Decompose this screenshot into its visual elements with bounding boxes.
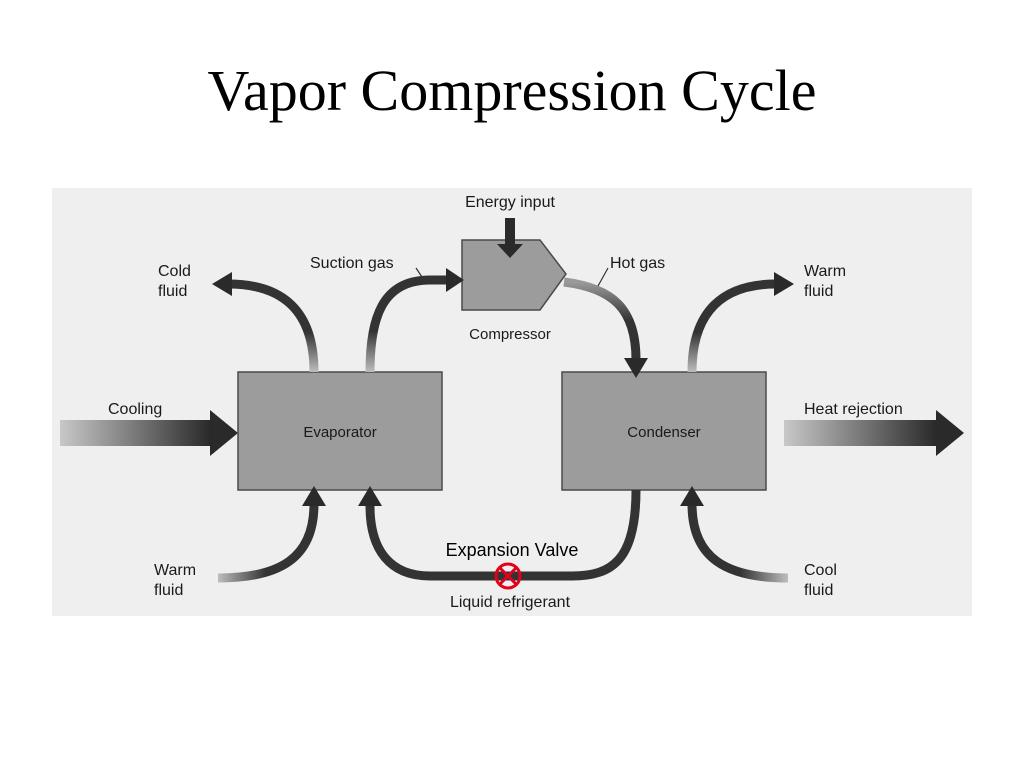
warm-fluid-left-label-line1: Warm xyxy=(154,562,196,579)
energy-input-label: Energy input xyxy=(465,194,555,211)
warm-fluid-in-arrow xyxy=(217,486,326,583)
cool-fluid-label-line2: fluid xyxy=(804,582,833,599)
suction-gas-leader xyxy=(415,267,425,281)
cold-fluid-label-line2: fluid xyxy=(158,283,187,300)
energy-input-arrow xyxy=(497,218,523,258)
warm-fluid-right-label-line1: Warm xyxy=(804,263,846,280)
hot-gas-leader xyxy=(597,267,609,287)
warm-fluid-right-label-line2: fluid xyxy=(804,283,833,300)
cycle-diagram-svg: Evaporator Condenser Compressor Energy i… xyxy=(60,194,964,611)
cold-fluid-arrow xyxy=(212,272,319,373)
warm-fluid-out-arrow xyxy=(687,272,794,373)
slide-title: Vapor Compression Cycle xyxy=(207,58,817,123)
compressor-shape xyxy=(461,239,567,311)
evaporator-box xyxy=(237,371,443,491)
heat-rejection-arrow xyxy=(784,410,964,456)
compressor-label: Compressor xyxy=(469,326,551,343)
hot-gas-label: Hot gas xyxy=(610,255,665,272)
cooling-label: Cooling xyxy=(108,401,162,418)
cold-fluid-label-line1: Cold xyxy=(158,263,191,280)
condenser-box xyxy=(561,371,767,491)
cool-fluid-in-arrow xyxy=(680,486,789,583)
liquid-refrigerant-line xyxy=(358,486,641,581)
evaporator-label: Evaporator xyxy=(303,424,376,441)
liquid-refrigerant-label: Liquid refrigerant xyxy=(450,594,571,611)
condenser-label: Condenser xyxy=(627,424,700,441)
expansion-valve-icon xyxy=(494,562,522,590)
suction-gas-arrow xyxy=(365,268,464,373)
hot-gas-arrow xyxy=(563,277,648,378)
cool-fluid-label-line1: Cool xyxy=(804,562,837,579)
cooling-arrow xyxy=(60,410,238,456)
suction-gas-label: Suction gas xyxy=(310,255,394,272)
heat-rejection-label: Heat rejection xyxy=(804,401,903,418)
warm-fluid-left-label-line2: fluid xyxy=(154,582,183,599)
cycle-diagram: Evaporator Condenser Compressor Energy i… xyxy=(52,188,972,616)
expansion-valve-label: Expansion Valve xyxy=(446,540,579,560)
